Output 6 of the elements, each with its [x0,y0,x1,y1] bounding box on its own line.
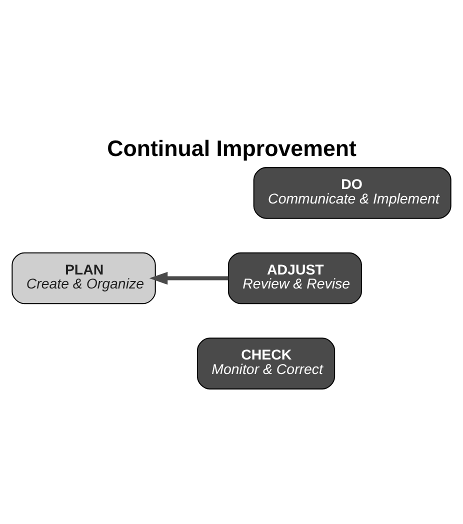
node-box: CHECK Monitor & Correct [196,338,336,390]
diagram-title: Continual Improvement [107,136,356,161]
node-box: PLAN Create & Organize [12,252,156,304]
arrow [149,272,228,285]
node-box: DO Communicate & Implement [253,167,452,219]
node-box: ADJUST Review & Revise [228,252,362,304]
